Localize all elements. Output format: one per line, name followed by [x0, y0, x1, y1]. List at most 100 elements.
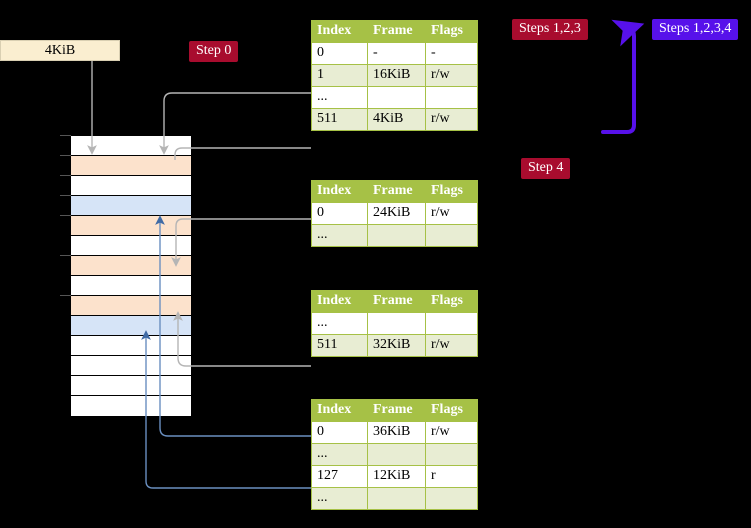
memory-frame-row [71, 376, 191, 396]
column-header-index: Index [311, 180, 368, 203]
memory-tick [60, 215, 71, 216]
table-cell-index: 127 [311, 465, 368, 488]
badge-step-4: Step 4 [521, 158, 571, 179]
table-cell-index: 0 [311, 421, 368, 444]
table-cell-frame [367, 224, 426, 247]
memory-frame-row [71, 156, 191, 176]
column-header-frame: Frame [367, 290, 426, 313]
table-cell-flags: r/w [425, 421, 478, 444]
table-cell-index: ... [311, 443, 368, 466]
column-header-frame: Frame [367, 399, 426, 422]
physical-memory-column [70, 135, 191, 416]
memory-size-label-text: 4KiB [44, 42, 76, 58]
memory-frame-row [71, 276, 191, 296]
wire-pd-row511-to-memory [173, 311, 311, 367]
purple-bracket-arrow [601, 19, 645, 134]
table-cell-flags [425, 224, 478, 247]
badge-step-0: Step 0 [189, 41, 239, 62]
table-cell-frame: 32KiB [367, 334, 426, 357]
memory-frame-row [71, 356, 191, 376]
table-cell-frame: 4KiB [367, 108, 426, 131]
column-header-index: Index [311, 290, 368, 313]
column-header-index: Index [311, 399, 368, 422]
column-header-frame: Frame [367, 180, 426, 203]
table-cell-flags: r/w [425, 334, 478, 357]
table-cell-frame [367, 443, 426, 466]
table-cell-flags: r [425, 465, 478, 488]
memory-tick [60, 295, 71, 296]
table-cell-flags: r/w [425, 64, 478, 87]
memory-frame-row [71, 176, 191, 196]
table-row: ... [311, 487, 478, 510]
table-row: ... [311, 86, 478, 109]
memory-tick [60, 195, 71, 196]
table-cell-flags [425, 312, 478, 335]
table-cell-flags [425, 443, 478, 466]
column-header-index: Index [311, 20, 368, 43]
memory-frame-row [71, 216, 191, 236]
memory-frame-row [71, 296, 191, 316]
wire-pml4-row511-to-memory [174, 147, 311, 160]
table-cell-frame: - [367, 42, 426, 65]
column-header-flags: Flags [425, 180, 478, 203]
badge-step-0-text: Step 0 [196, 43, 232, 58]
badge-steps-1234: Steps 1,2,3,4 [652, 19, 739, 40]
table-cell-frame: 12KiB [367, 465, 426, 488]
table-cell-index: 1 [311, 64, 368, 87]
table-cell-frame [367, 487, 426, 510]
table-row: ... [311, 443, 478, 466]
memory-tick [60, 255, 71, 256]
table-cell-flags [425, 487, 478, 510]
column-header-flags: Flags [425, 20, 478, 43]
table-cell-frame [367, 86, 426, 109]
memory-frame-row [71, 136, 191, 156]
badge-steps-123: Steps 1,2,3 [512, 19, 588, 40]
table-cell-flags: r/w [425, 108, 478, 131]
table-cell-frame: 16KiB [367, 64, 426, 87]
memory-tick [60, 175, 71, 176]
table-cell-frame: 36KiB [367, 421, 426, 444]
column-header-flags: Flags [425, 399, 478, 422]
table-cell-flags: - [425, 42, 478, 65]
table-row: 0-- [311, 42, 478, 65]
table-cell-frame [367, 312, 426, 335]
memory-frame-row [71, 236, 191, 256]
badge-steps-1234-text: Steps 1,2,3,4 [659, 21, 732, 36]
memory-frame-row [71, 396, 191, 416]
table-cell-index: 0 [311, 202, 368, 225]
memory-frame-row [71, 196, 191, 216]
table-cell-flags: r/w [425, 202, 478, 225]
column-header-frame: Frame [367, 20, 426, 43]
column-header-flags: Flags [425, 290, 478, 313]
table-cell-index: ... [311, 224, 368, 247]
table-row: ... [311, 224, 478, 247]
table-cell-flags [425, 86, 478, 109]
memory-tick [60, 155, 71, 156]
table-row: ... [311, 312, 478, 335]
badge-steps-123-text: Steps 1,2,3 [519, 21, 581, 36]
table-cell-frame: 24KiB [367, 202, 426, 225]
memory-tick [60, 135, 71, 136]
table-cell-index: ... [311, 312, 368, 335]
table-cell-index: ... [311, 487, 368, 510]
badge-step-4-text: Step 4 [528, 160, 564, 175]
wire-pdpt-row0-to-memory [171, 218, 311, 267]
table-cell-index: 0 [311, 42, 368, 65]
table-cell-index: ... [311, 86, 368, 109]
memory-frame-row [71, 336, 191, 356]
memory-frame-row [71, 316, 191, 336]
